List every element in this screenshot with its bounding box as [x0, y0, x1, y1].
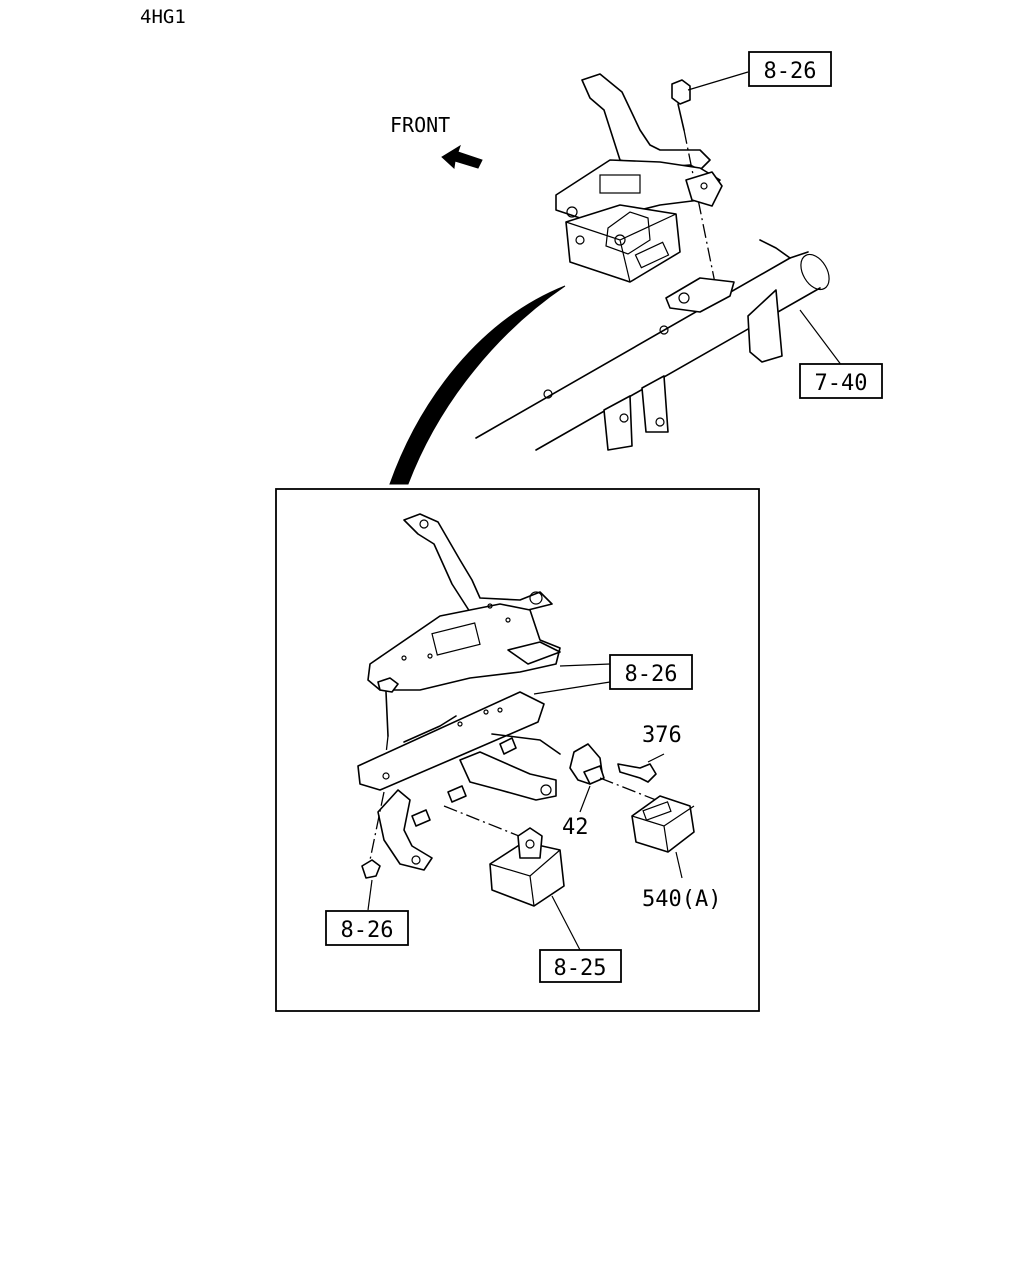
front-arrow-icon: [441, 144, 483, 170]
callout-box-8-26-bottom: [325, 910, 409, 946]
part-number-376[interactable]: 376: [642, 723, 682, 748]
callout-box-8-26-top: [748, 51, 832, 87]
callout-8-26-bottom[interactable]: 8-26: [341, 918, 394, 943]
callout-box-8-26-inset: [609, 654, 693, 690]
callout-8-26-top[interactable]: 8-26: [764, 59, 817, 84]
part-number-42[interactable]: 42: [562, 815, 589, 840]
callout-box-8-25: [539, 949, 622, 983]
part-number-540a[interactable]: 540(A): [642, 887, 721, 912]
engine-code: 4HG1: [140, 6, 186, 28]
callout-8-26-inset[interactable]: 8-26: [625, 662, 678, 687]
callout-box-7-40: [799, 363, 883, 399]
detail-inset-frame: [275, 488, 760, 1012]
callout-8-25[interactable]: 8-25: [554, 956, 607, 981]
inset-assembly: [357, 513, 695, 907]
upper-assembly: [389, 73, 830, 485]
callout-7-40[interactable]: 7-40: [815, 371, 868, 396]
front-label: FRONT: [390, 113, 450, 137]
